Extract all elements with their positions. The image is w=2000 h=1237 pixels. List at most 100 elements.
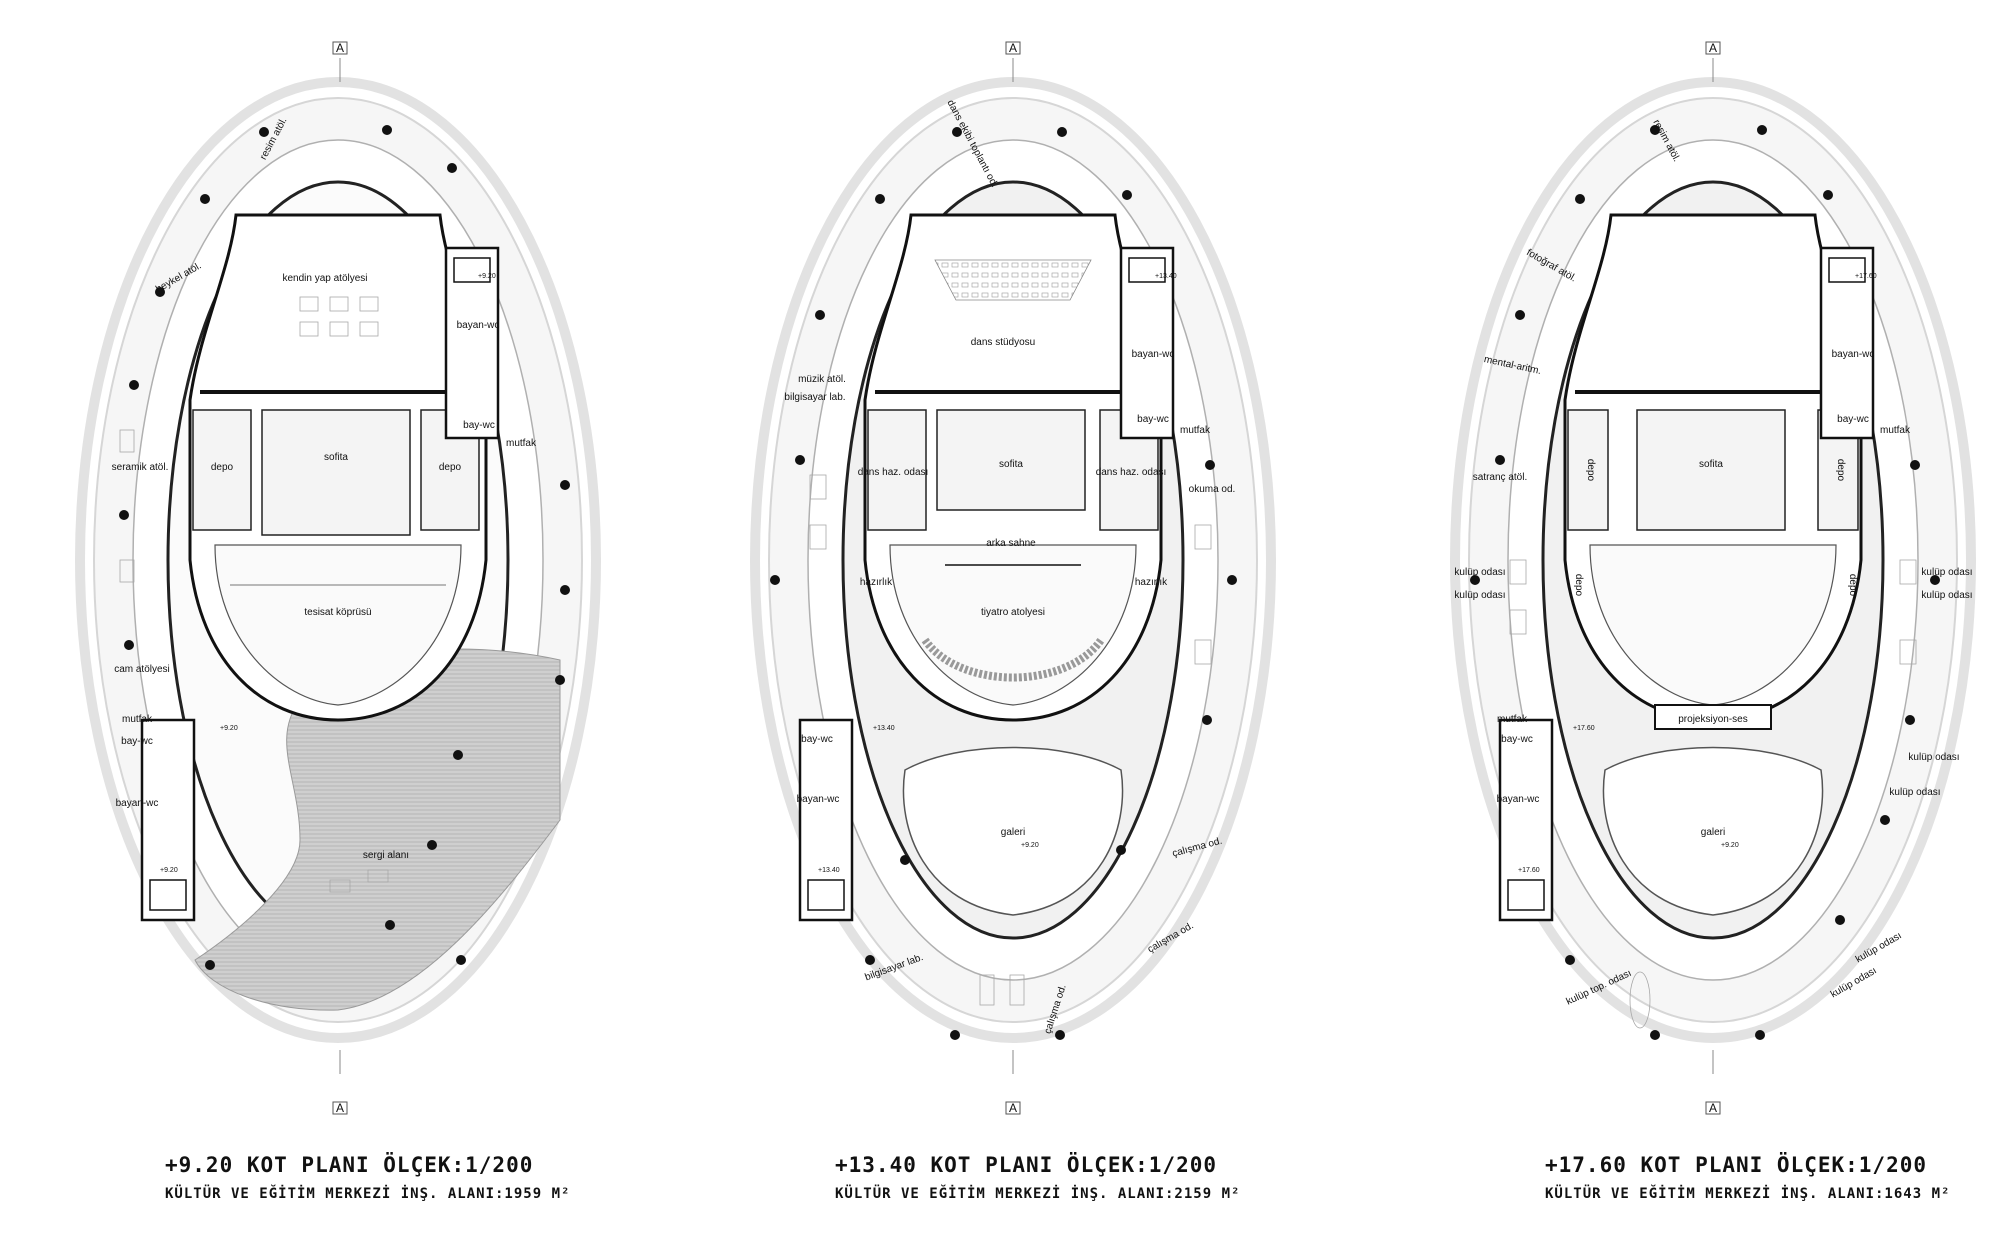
- room-label: kulüp odası: [1921, 567, 1972, 578]
- level-mark: +9.20: [1021, 842, 1039, 849]
- room-label: mutfak: [1180, 425, 1211, 436]
- fly-tower: [1636, 409, 1786, 531]
- dance-studio-seating: [934, 259, 1092, 301]
- room-label: seramik atöl.: [112, 462, 169, 473]
- plan-1760: sofita depo depo depo depo projeksiyon-s…: [1450, 41, 1976, 1202]
- room-label: bilgisayar lab.: [784, 392, 845, 403]
- section-mark: A: [1009, 41, 1017, 55]
- room-label: sofita: [999, 459, 1023, 470]
- room-label: depo: [1847, 574, 1858, 597]
- room-label: projeksiyon-ses: [1678, 714, 1747, 725]
- room-label: sergi alanı: [363, 850, 409, 861]
- columns-1760: [1470, 125, 1940, 1040]
- level-mark: +17.60: [1573, 725, 1595, 732]
- plan-title: +17.60 KOT PLANI ÖLÇEK:1/200: [1545, 1152, 1927, 1177]
- room-label: sofita: [324, 452, 348, 463]
- furniture-1760: [1509, 559, 1917, 1029]
- room-label: dans haz. odası: [1096, 467, 1167, 478]
- level-mark: +9.20: [160, 867, 178, 874]
- room-label: bayan-wc: [116, 798, 159, 809]
- room-label: mutfak: [506, 438, 537, 449]
- columns-1340: [770, 127, 1237, 1040]
- section-mark-box: [1005, 1101, 1021, 1115]
- exhibition-zone: [194, 648, 561, 1011]
- room-label: arka sahne: [986, 538, 1036, 549]
- room-label: bay-wc: [801, 734, 833, 745]
- plan-title: +13.40 KOT PLANI ÖLÇEK:1/200: [835, 1152, 1217, 1177]
- gallery-void: [902, 746, 1124, 916]
- room-label: kulüp odası: [1889, 787, 1940, 798]
- level-mark: +13.40: [1155, 273, 1177, 280]
- level-mark: +17.60: [1855, 273, 1877, 280]
- room-label: depo: [211, 462, 234, 473]
- room-label: okuma od.: [1189, 484, 1236, 495]
- columns-920: [119, 125, 570, 970]
- section-mark: A: [336, 41, 344, 55]
- plan-1340: dans stüdyosu sofita dans haz. odası dan…: [750, 41, 1276, 1202]
- gallery-void: [1602, 746, 1824, 916]
- elevator-left: [807, 879, 845, 911]
- room-label: galeri: [1001, 827, 1025, 838]
- room-label: depo: [439, 462, 462, 473]
- room-label: bayan-wc: [1497, 794, 1540, 805]
- room-label: dans haz. odası: [858, 467, 929, 478]
- room-label: mutfak: [1880, 425, 1911, 436]
- plan-subtitle: KÜLTÜR VE EĞİTİM MERKEZİ İNŞ. ALANI:1959…: [165, 1184, 570, 1202]
- partition: [875, 390, 1151, 394]
- elevator-right: [1828, 257, 1866, 283]
- room-label: sofita: [1699, 459, 1723, 470]
- room-label: depo: [1585, 459, 1596, 482]
- section-mark-box: [332, 1101, 348, 1115]
- level-mark: +13.40: [873, 725, 895, 732]
- section-mark-box: [1705, 1101, 1721, 1115]
- room-label: bayan-wc: [797, 794, 840, 805]
- room-label: kulüp odası: [1921, 590, 1972, 601]
- section-mark-box: [332, 41, 348, 55]
- partition: [200, 390, 464, 394]
- storage-left: [192, 409, 252, 531]
- fly-tower: [261, 409, 411, 536]
- partition: [1575, 390, 1851, 394]
- room-label: bayan-wc: [1832, 349, 1875, 360]
- level-mark: +9.20: [220, 725, 238, 732]
- theatre-seating: [921, 637, 1105, 682]
- room-label: kulüp odası: [1454, 590, 1505, 601]
- section-mark: A: [1709, 1101, 1717, 1115]
- room-label: kulüp odası: [1454, 567, 1505, 578]
- room-label: bay-wc: [1837, 414, 1869, 425]
- elevator-left: [149, 879, 187, 911]
- outer-facade-ring: [75, 77, 601, 1043]
- plan-title: +9.20 KOT PLANI ÖLÇEK:1/200: [165, 1152, 533, 1177]
- elevator-right: [1128, 257, 1166, 283]
- section-mark-box: [1705, 41, 1721, 55]
- room-label: müzik atöl.: [798, 374, 846, 385]
- level-mark: +9.20: [478, 273, 496, 280]
- section-mark: A: [1709, 41, 1717, 55]
- elevator-right: [453, 257, 491, 283]
- section-mark: A: [336, 1101, 344, 1115]
- plan-subtitle: KÜLTÜR VE EĞİTİM MERKEZİ İNŞ. ALANI:1643…: [1545, 1184, 1950, 1202]
- room-label: hazırlık: [860, 577, 893, 588]
- room-label: bay-wc: [1501, 734, 1533, 745]
- section-mark: A: [1009, 1101, 1017, 1115]
- plan-920: kendin yap atölyesi depo sofita depo tes…: [75, 41, 601, 1202]
- furniture-1340: [809, 474, 1212, 1006]
- room-label: depo: [1573, 574, 1584, 597]
- room-label: hazırlık: [1135, 577, 1168, 588]
- room-label: kendin yap atölyesi: [282, 273, 367, 284]
- room-label: bayan-wc: [457, 320, 500, 331]
- room-label: mutfak: [1497, 714, 1528, 725]
- level-mark: +17.60: [1518, 867, 1540, 874]
- elevator-left: [1507, 879, 1545, 911]
- room-label: galeri: [1701, 827, 1725, 838]
- room-label: bay-wc: [463, 420, 495, 431]
- section-mark-box: [1005, 41, 1021, 55]
- projection-booth: [1654, 704, 1772, 730]
- room-label: tesisat köprüsü: [304, 607, 371, 618]
- level-mark: +13.40: [818, 867, 840, 874]
- room-label: dans stüdyosu: [971, 337, 1036, 348]
- level-mark: +9.20: [1721, 842, 1739, 849]
- fly-tower: [936, 409, 1086, 511]
- storage-left: [1567, 409, 1609, 531]
